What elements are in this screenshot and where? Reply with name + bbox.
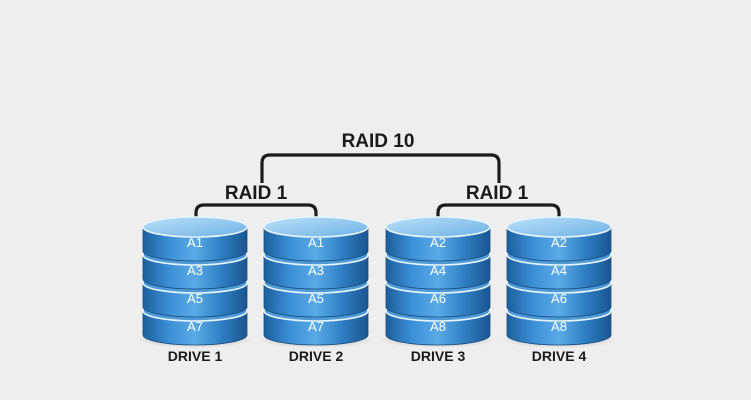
drive-label: DRIVE 1 — [168, 348, 223, 364]
block-label: A3 — [187, 263, 203, 278]
drive-label: DRIVE 2 — [289, 348, 344, 364]
block-label: A5 — [308, 291, 324, 306]
block-label: A6 — [551, 291, 567, 306]
block-label: A5 — [187, 291, 203, 306]
block-label: A6 — [430, 291, 446, 306]
drive-label: DRIVE 4 — [532, 348, 587, 364]
block-label: A1 — [187, 235, 203, 250]
platter-top — [142, 216, 248, 238]
block-label: A2 — [430, 235, 446, 250]
platter-top — [263, 216, 369, 238]
platter-top — [385, 216, 491, 238]
block-label: A1 — [308, 235, 324, 250]
platter — [385, 216, 491, 262]
platter — [142, 216, 248, 262]
stripe-connector — [260, 153, 501, 183]
platter — [506, 216, 612, 262]
connector-lines — [194, 153, 561, 224]
platter — [263, 216, 369, 262]
block-label: A2 — [551, 235, 567, 250]
block-label: A3 — [308, 263, 324, 278]
mirror-connector-left — [194, 203, 318, 224]
raid1-label-left: RAID 1 — [225, 183, 288, 204]
platter-top — [506, 216, 612, 238]
mirror-connector-right — [436, 203, 561, 224]
block-label: A7 — [308, 319, 324, 334]
raid1-label-right: RAID 1 — [466, 183, 529, 204]
block-label: A8 — [430, 319, 446, 334]
raid10-label: RAID 10 — [342, 131, 415, 152]
drive-label: DRIVE 3 — [411, 348, 466, 364]
block-label: A8 — [551, 319, 567, 334]
block-label: A4 — [551, 263, 567, 278]
block-label: A4 — [430, 263, 446, 278]
block-label: A7 — [187, 319, 203, 334]
